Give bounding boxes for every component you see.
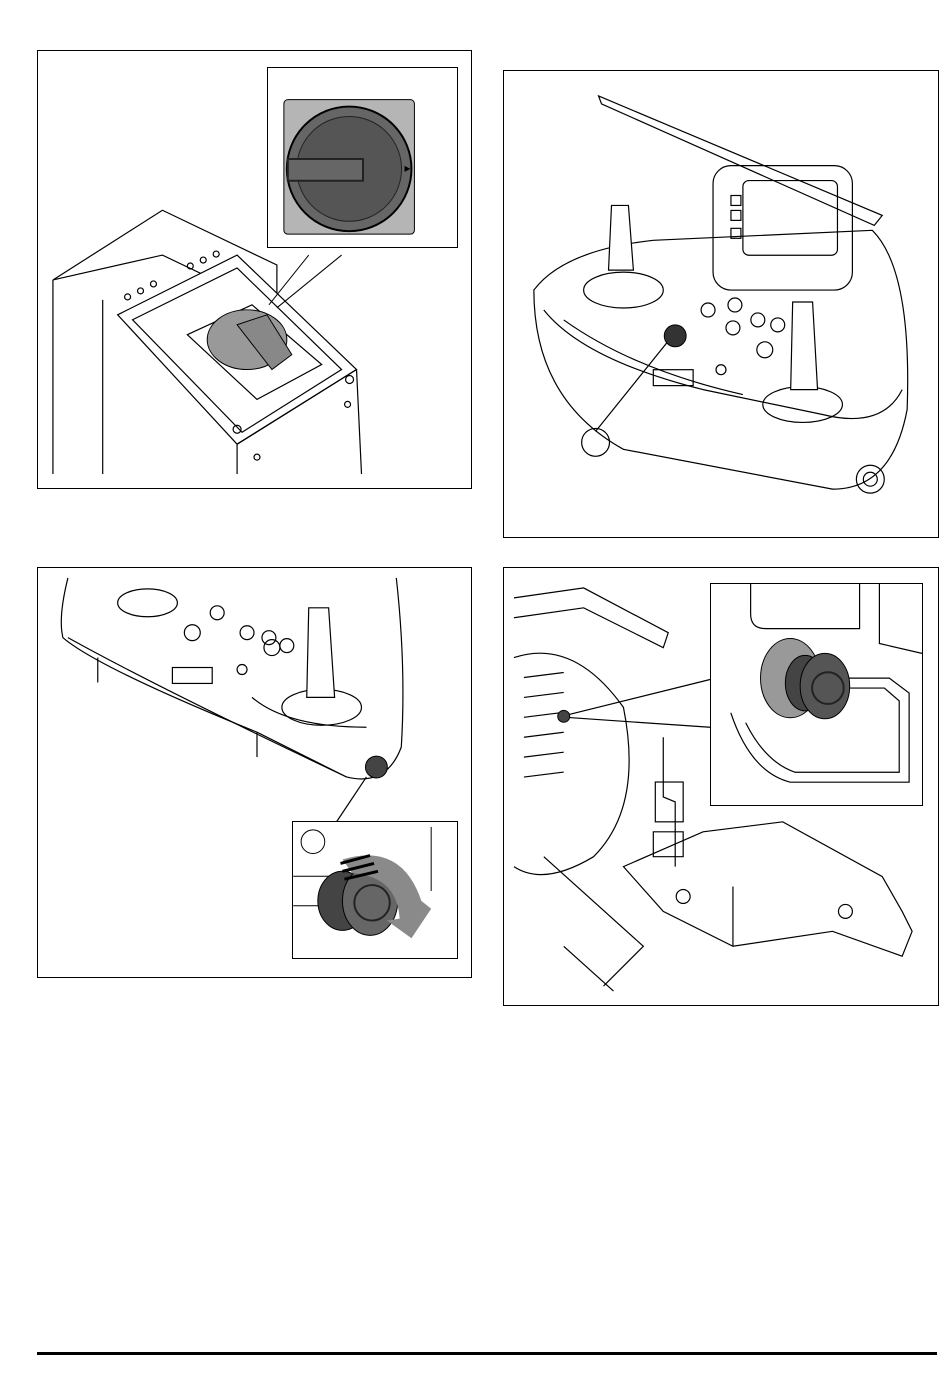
- control-console-illustration: [533, 94, 909, 494]
- figure-emergency-stop-release: [37, 567, 472, 978]
- emergency-stop-machine-inset: [710, 583, 923, 806]
- main-switch-detail-inset: [267, 67, 458, 248]
- callout-circle: [300, 829, 326, 855]
- figure-control-console: [503, 70, 939, 538]
- figure-emergency-stop-machine: [503, 567, 939, 1006]
- console-closeup-illustration: [60, 577, 404, 823]
- emergency-stop-release-inset: [292, 821, 458, 959]
- main-switch-illustration: [52, 209, 363, 475]
- footer-rule: [37, 1352, 937, 1355]
- machine-closeup-illustration: [513, 587, 913, 992]
- main-switch-detail-illustration: [283, 99, 415, 235]
- figure-main-switch: [37, 50, 472, 489]
- callout-circle: [581, 427, 611, 457]
- emergency-stop-release-detail: [293, 826, 432, 939]
- emergency-stop-machine-detail: [730, 584, 922, 783]
